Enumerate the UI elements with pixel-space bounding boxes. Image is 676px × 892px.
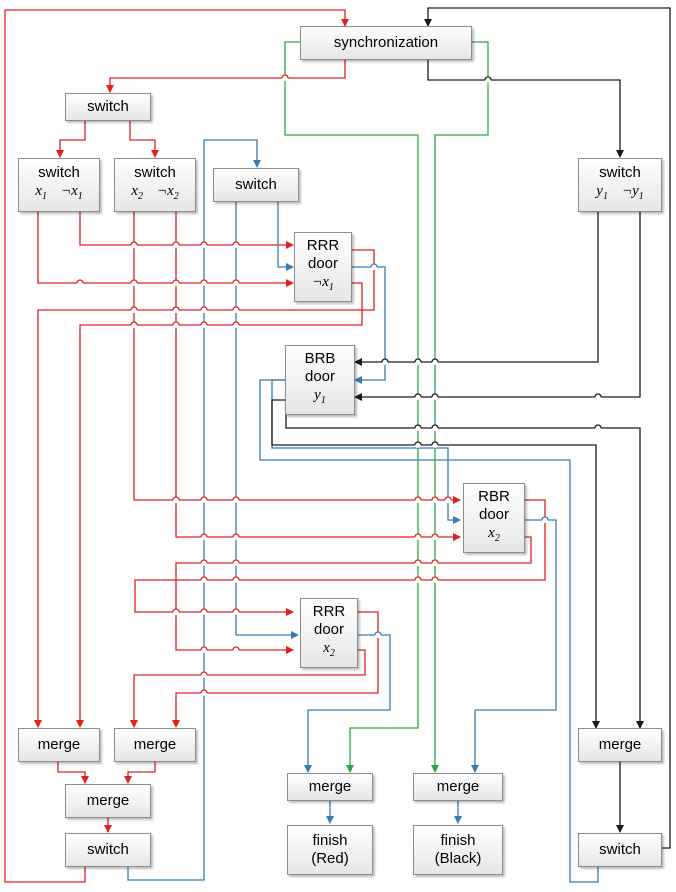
merge-left-1: merge [18,728,100,762]
finish-red: finish (Red) [287,825,373,875]
merge-label: merge [308,778,352,795]
green-wires [284,41,489,773]
door-label: door [304,368,336,385]
switch-label: switch [87,98,129,115]
door-literal: y1 [314,387,326,406]
merge-label: merge [436,778,480,795]
door-label: door [478,506,510,523]
switch-blue: switch [213,168,299,202]
switch-label: switch [599,164,641,181]
switch-label: switch [599,841,641,858]
literal-x1: x1 [35,183,47,202]
blue-wires [127,139,599,883]
red-wires [4,9,546,883]
hop-arcs [76,74,602,694]
finish-black-label: (Black) [434,850,482,867]
finish-red-label: (Red) [311,850,349,867]
switch-y1-outputs: y1 ¬y1 [596,182,643,206]
switch-x1-outputs: x1 ¬x1 [35,182,82,206]
switch-x1: switch x1 ¬x1 [18,158,100,212]
switch-bottom-right: switch [578,833,662,867]
switch-label: switch [235,176,277,193]
door-literal: x2 [323,640,335,659]
door-type: RRR [312,603,346,620]
switch-top-left: switch [65,93,151,121]
merge-left-2: merge [114,728,196,762]
door-rrr-not-x1: RRR door ¬x1 [294,232,352,302]
switch-x2: switch x2 ¬x2 [114,158,196,212]
literal-not-x2: ¬x2 [156,183,179,202]
door-literal: ¬x1 [312,274,334,293]
merge-black-finish: merge [413,773,503,801]
finish-label: finish [440,832,476,849]
door-label: door [313,621,345,638]
switch-y1: switch y1 ¬y1 [578,158,662,212]
merge-left-combined: merge [65,784,151,818]
door-literal: x2 [488,525,500,544]
synchronization-label: synchronization [333,34,439,51]
literal-x2: x2 [131,183,143,202]
crossing-hops [77,75,601,696]
merge-red-finish: merge [287,773,373,801]
door-type: RBR [478,488,510,505]
black-wires [271,7,671,849]
door-type: BRB [304,350,336,367]
merge-label: merge [86,792,130,809]
synchronization-box: synchronization [300,26,472,60]
switch-label: switch [38,164,80,181]
door-brb-y1: BRB door y1 [285,345,355,415]
door-rbr-x2: RBR door x2 [463,483,525,553]
switch-label: switch [134,164,176,181]
merge-label: merge [598,736,642,753]
door-rrr-x2: RRR door x2 [300,598,358,668]
finish-label: finish [312,832,348,849]
literal-not-y1: ¬y1 [621,183,644,202]
switch-bottom-left: switch [65,833,151,867]
merge-label: merge [37,736,81,753]
door-label: door [307,255,339,272]
merge-right: merge [578,728,662,762]
finish-black: finish (Black) [413,825,503,875]
switch-label: switch [87,841,129,858]
literal-y1: y1 [596,183,608,202]
literal-not-x1: ¬x1 [60,183,83,202]
merge-label: merge [133,736,177,753]
door-type: RRR [306,237,340,254]
switch-x2-outputs: x2 ¬x2 [131,182,178,206]
